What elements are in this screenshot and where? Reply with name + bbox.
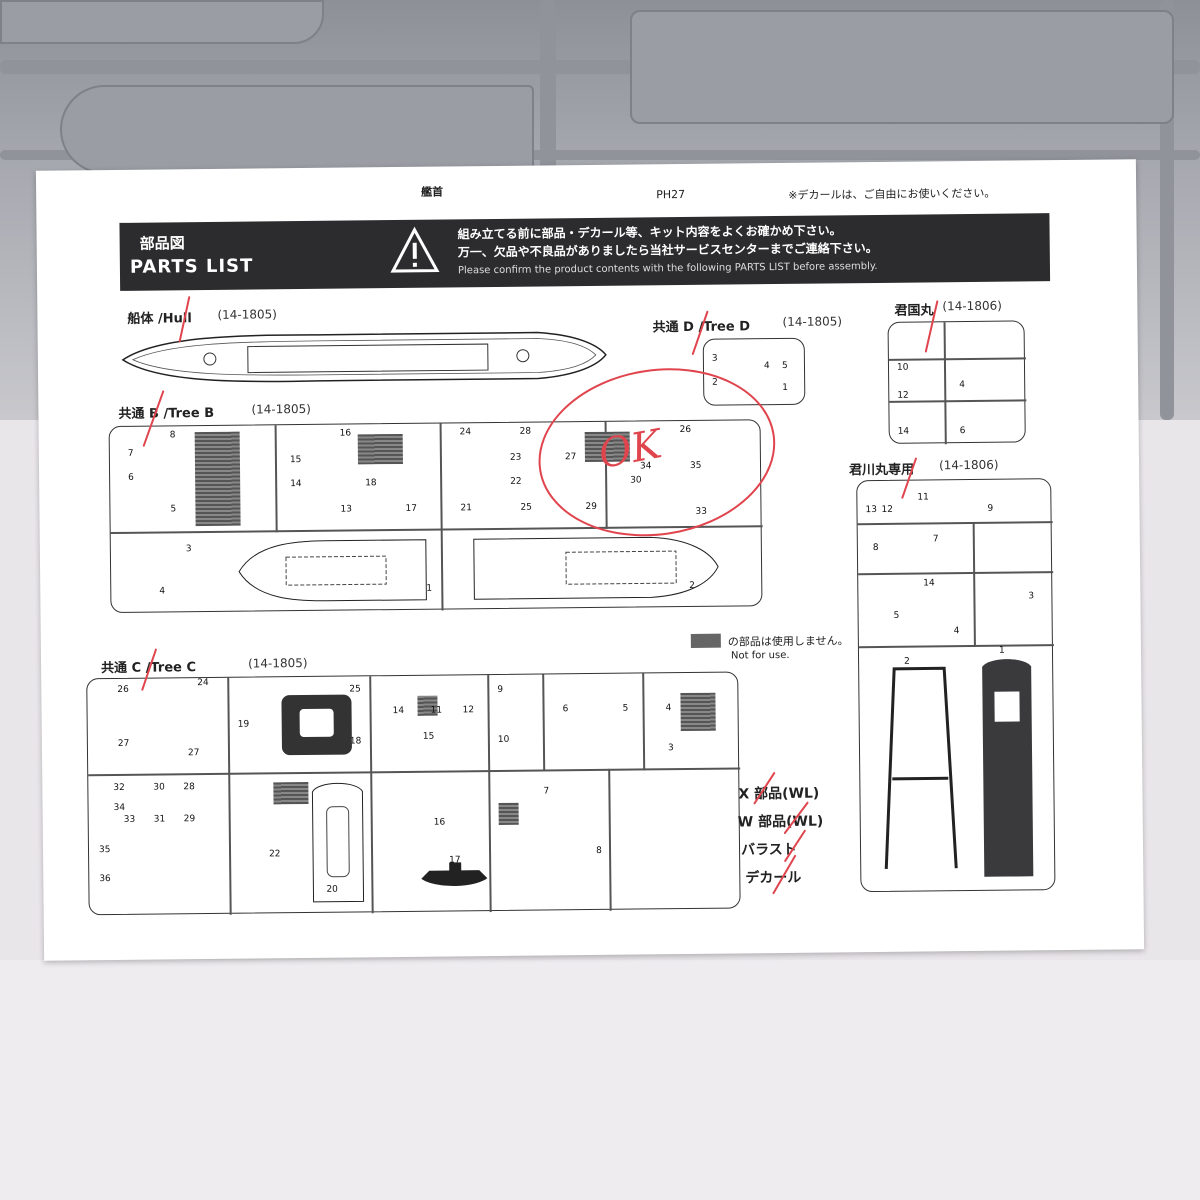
hull-deck-part [60,85,534,174]
deck-part-drawing [311,782,365,903]
warning-icon [390,226,440,273]
deck-part-drawing [473,536,719,600]
parts-list-header: 部品図 PARTS LIST 組み立てる前に部品・デカール等、キット内容をよくお… [119,213,1051,291]
superstructure-drawing [281,694,352,756]
hull-part-drawing [121,331,607,383]
hull-part-edge [0,0,324,44]
table-surface [0,960,1200,1200]
deck-part-drawing [238,539,427,602]
boat-part-drawing [421,862,488,886]
sprue-runner [0,150,1200,160]
parts-list-sheet: 艦首 PH27 ※デカールは、ご自由にお使いください。 部品図 PARTS LI… [35,159,1145,961]
ladder-drawing [884,666,958,869]
deck-plate-drawing [982,659,1034,877]
red-pen-annotations [141,296,939,895]
deck-part [630,10,1174,124]
